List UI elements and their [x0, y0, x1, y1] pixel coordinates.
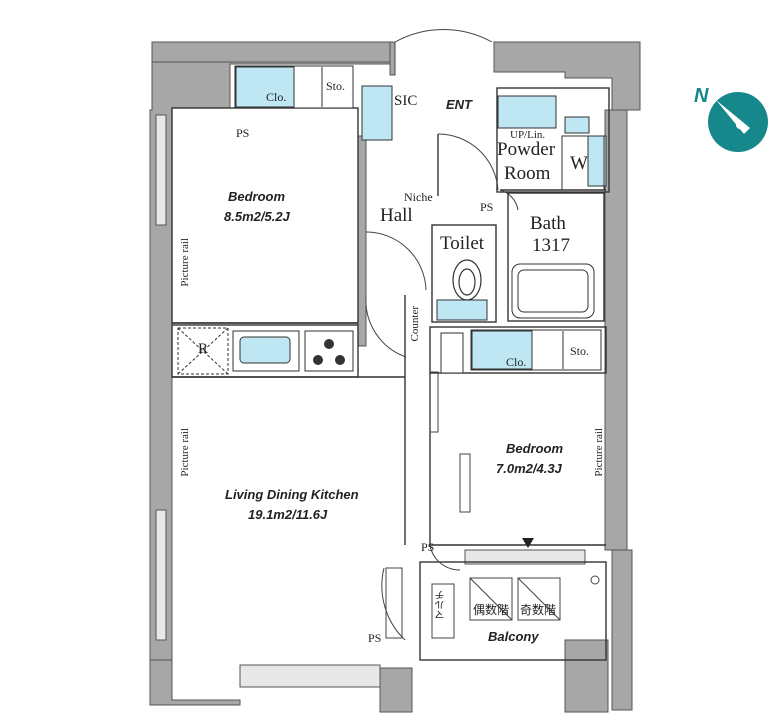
door-swings: [365, 29, 519, 641]
sic-label: SIC: [394, 93, 418, 109]
sliding-panels: [385, 371, 471, 639]
fixtures: [177, 65, 607, 375]
window-frames: [155, 114, 586, 688]
picture-rail-label-3: Picture rail: [593, 428, 605, 477]
hall-label: Hall: [380, 205, 413, 226]
closet-label-2: Clo.: [506, 355, 527, 369]
balcony-vertical-label: マルチ: [436, 590, 447, 620]
storage-label-1: Sto.: [326, 79, 346, 93]
interior-walls: [171, 87, 610, 661]
picture-rail-label-2: Picture rail: [179, 428, 191, 477]
counter-label: Counter: [409, 306, 421, 342]
ldk-area: 19.1m2/11.6J: [248, 507, 328, 522]
ps-label-4: PS: [368, 631, 382, 645]
ps-label-2: PS: [480, 200, 494, 214]
balcony-label: Balcony: [488, 629, 539, 644]
washer-label: W: [570, 153, 588, 174]
niche-label: Niche: [404, 190, 433, 204]
bedroom1-area: 8.5m2/5.2J: [224, 209, 290, 224]
closet-label-1: Clo.: [266, 90, 287, 104]
bath-size-label: 1317: [532, 235, 570, 256]
balcony-hatch-label-1: 偶数階: [473, 603, 510, 617]
ldk-name: Living Dining Kitchen: [225, 487, 359, 502]
bedroom1-name: Bedroom: [228, 189, 286, 204]
bath-label: Bath: [530, 213, 566, 234]
balcony-hatch-label-2: 奇数階: [520, 603, 557, 617]
refrigerator-label: R: [198, 341, 209, 357]
up-lin-label: UP/Lin.: [510, 129, 546, 141]
toilet-label: Toilet: [440, 233, 485, 254]
stove-burners: [313, 339, 345, 365]
powder-room-label-2: Room: [504, 163, 551, 184]
toilet-bowl: [452, 259, 482, 301]
compass-icon: [708, 92, 768, 152]
bedroom2-name: Bedroom: [506, 441, 564, 456]
balcony-hatches: [431, 575, 600, 639]
entrance-label: ENT: [446, 97, 472, 112]
storage-label-2: Sto.: [570, 344, 590, 358]
powder-room-label-1: Powder: [497, 139, 556, 160]
compass-letter: N: [694, 85, 709, 107]
ps-label-3: PS: [421, 540, 435, 554]
door-marker-icon: [522, 538, 534, 548]
picture-rail-label-1: Picture rail: [179, 238, 191, 287]
ps-label-1: PS: [236, 126, 250, 140]
bedroom2-area: 7.0m2/4.3J: [496, 461, 562, 476]
